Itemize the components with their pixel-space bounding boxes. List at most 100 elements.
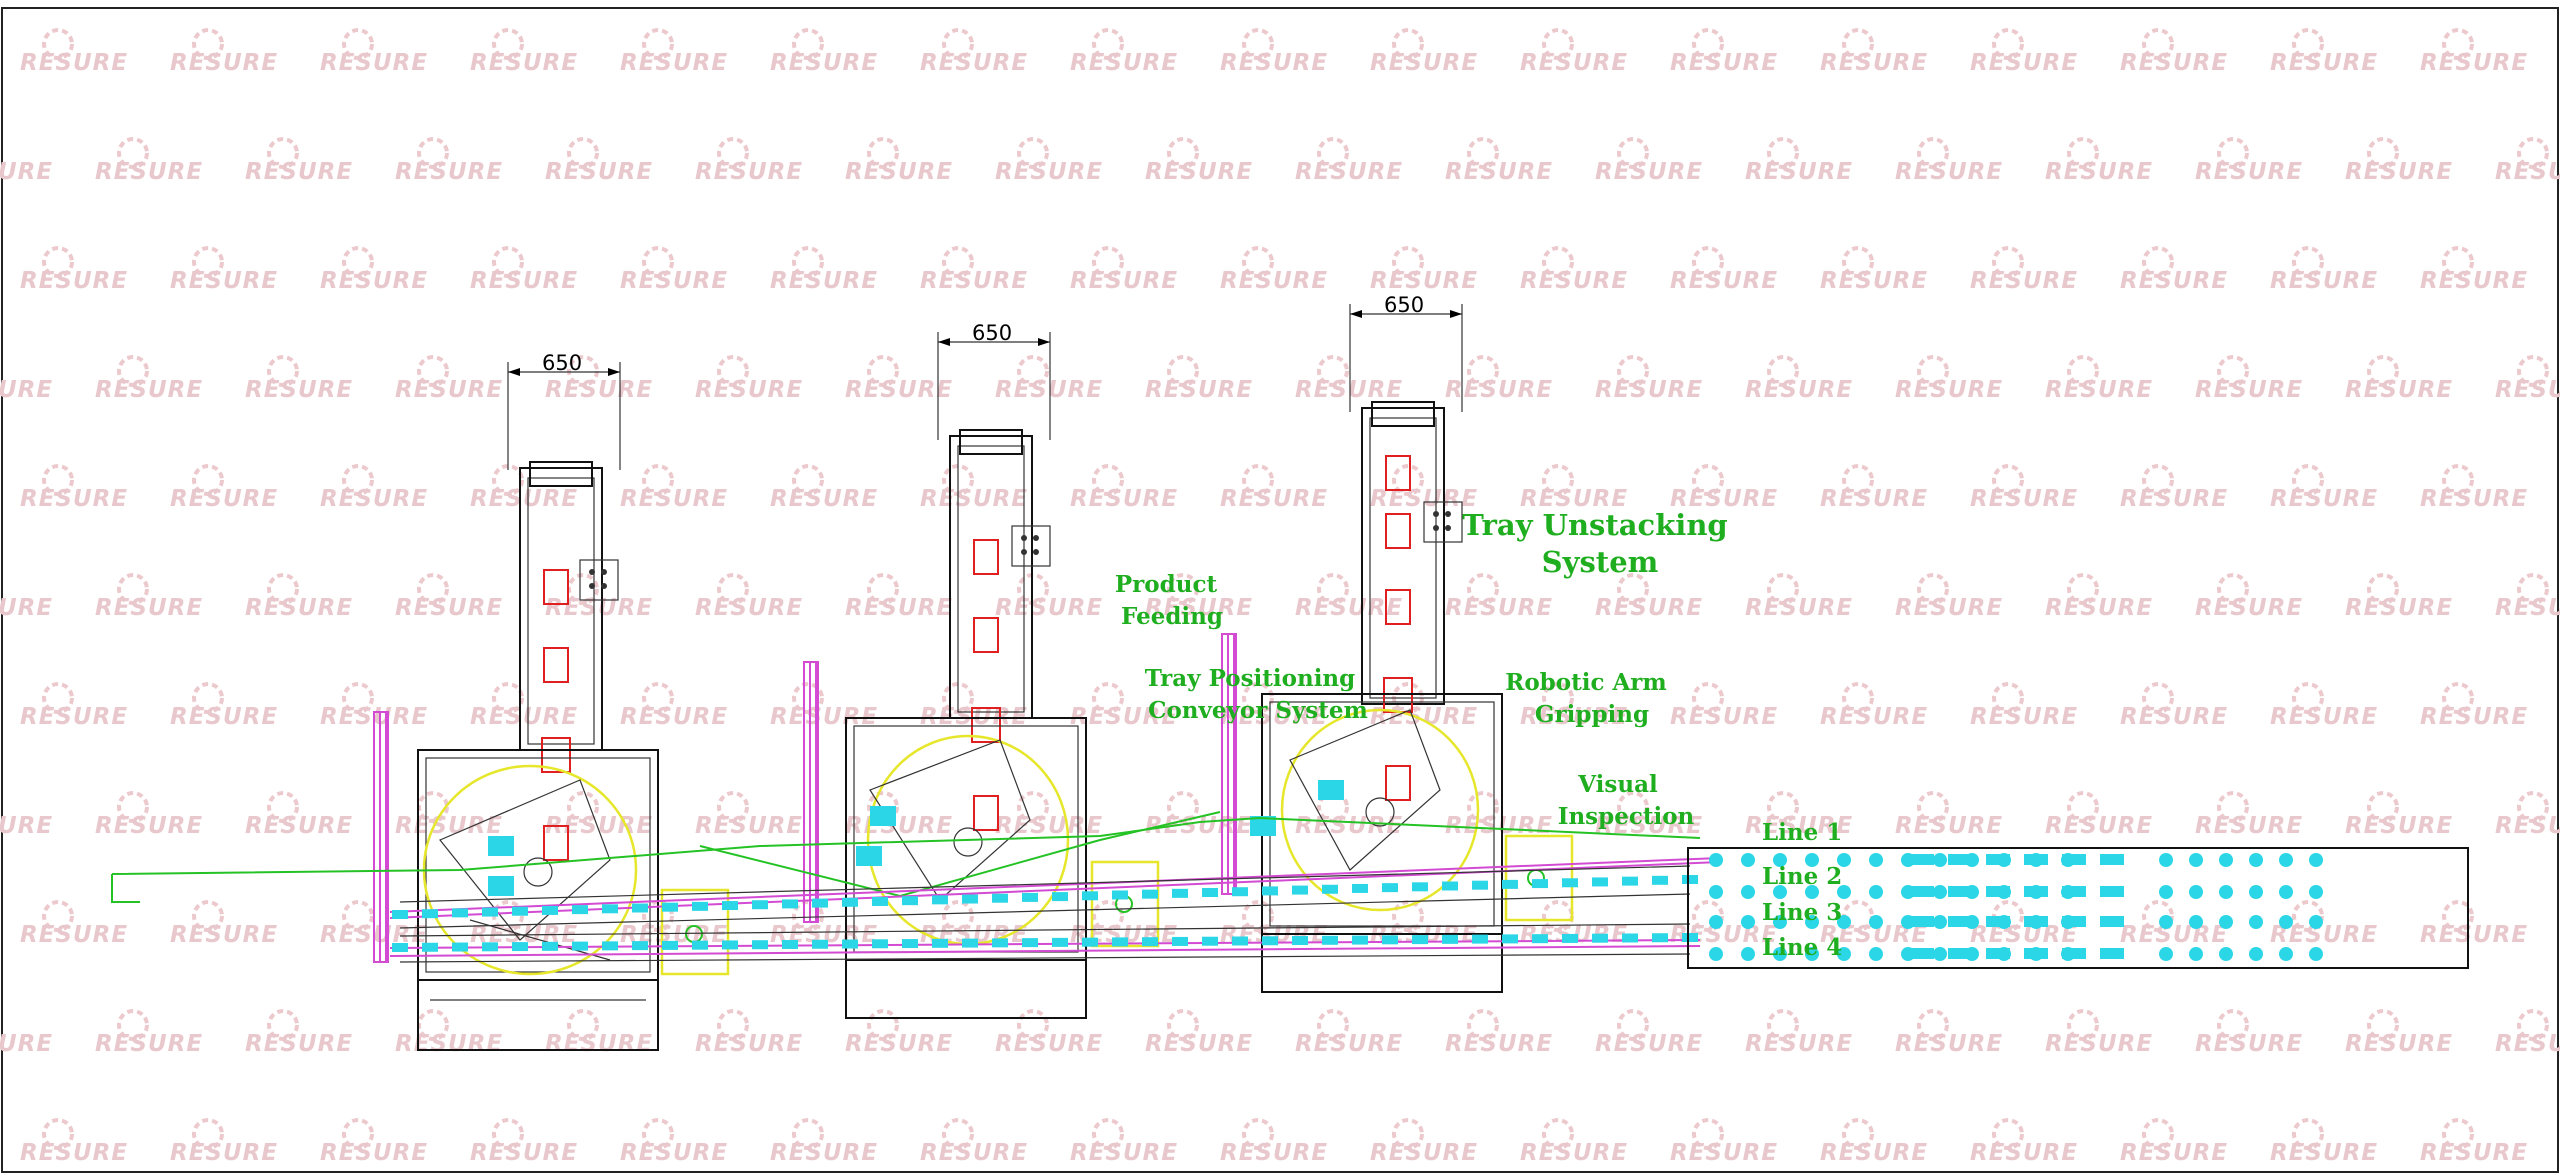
watermark-text: RESURE bbox=[545, 377, 653, 403]
watermark-logo-icon bbox=[1467, 1009, 1499, 1041]
product-item bbox=[1052, 892, 1068, 902]
watermark-text: RESURE bbox=[2120, 268, 2228, 294]
watermark-logo-icon bbox=[2067, 355, 2099, 387]
product-item bbox=[2062, 948, 2086, 959]
product-item bbox=[2219, 885, 2233, 899]
unit-3: 650 bbox=[1221, 293, 1574, 993]
watermark-text: RESURE bbox=[2270, 1140, 2378, 1166]
product-item bbox=[2189, 853, 2203, 867]
watermark-logo-icon bbox=[2067, 1009, 2099, 1041]
watermark-text: RESURE bbox=[170, 486, 278, 512]
watermark-text: RESURE bbox=[1820, 1140, 1928, 1166]
product-item bbox=[1837, 853, 1851, 867]
watermark-text: RESURE bbox=[1595, 377, 1703, 403]
product-item bbox=[2309, 947, 2323, 961]
watermark-text: RESURE bbox=[95, 377, 203, 403]
watermark-logo-icon bbox=[267, 573, 299, 605]
watermark-text: RESURE bbox=[695, 595, 803, 621]
watermark-text: RESURE bbox=[545, 595, 653, 621]
watermark-text: RESURE bbox=[395, 813, 503, 839]
watermark-text: RESURE bbox=[95, 159, 203, 185]
watermark-text: RESURE bbox=[1595, 595, 1703, 621]
watermark-logo-icon bbox=[2367, 791, 2399, 823]
watermark-logo-icon bbox=[2517, 573, 2549, 605]
watermark-logo-icon bbox=[1092, 28, 1124, 60]
product-item bbox=[572, 941, 588, 951]
watermark-logo-icon bbox=[2367, 355, 2399, 387]
watermark-text: RESURE bbox=[2420, 1140, 2528, 1166]
watermark-text: RESURE bbox=[770, 50, 878, 76]
watermark-text: RESURE bbox=[920, 50, 1028, 76]
watermark-text: RESURE bbox=[395, 377, 503, 403]
watermark-text: RESURE bbox=[1670, 268, 1778, 294]
product-item bbox=[1948, 886, 1972, 897]
watermark-logo-icon bbox=[2217, 1009, 2249, 1041]
product-item bbox=[2062, 886, 2086, 897]
watermark-text: RESURE bbox=[1295, 377, 1403, 403]
watermark-logo-icon bbox=[1767, 1009, 1799, 1041]
watermark-logo-icon bbox=[792, 28, 824, 60]
watermark-logo-icon bbox=[1692, 682, 1724, 714]
watermark-text: RESURE bbox=[695, 159, 803, 185]
unit-1: 650 bbox=[373, 351, 730, 1051]
watermark-logo-icon bbox=[1017, 137, 1049, 169]
watermark-logo-icon bbox=[1692, 1118, 1724, 1150]
watermark-logo-icon bbox=[1167, 137, 1199, 169]
watermark-text: RESURE bbox=[920, 1140, 1028, 1166]
product-item bbox=[1352, 935, 1368, 945]
watermark-text: RESURE bbox=[2420, 50, 2528, 76]
watermark-text: RESURE bbox=[1220, 1140, 1328, 1166]
watermark-logo-icon bbox=[1842, 1118, 1874, 1150]
product-item bbox=[2249, 947, 2263, 961]
watermark-logo-icon bbox=[1242, 246, 1274, 278]
watermark-logo-icon bbox=[942, 1118, 974, 1150]
product-item bbox=[2159, 853, 2173, 867]
product-item bbox=[692, 940, 708, 950]
watermark-text: RESURE bbox=[1295, 1031, 1403, 1057]
watermark-logo-icon bbox=[1617, 791, 1649, 823]
watermark-text: RESURE bbox=[2195, 595, 2303, 621]
watermark-logo-icon bbox=[2442, 682, 2474, 714]
product-item bbox=[2100, 854, 2124, 865]
product-item bbox=[1592, 877, 1608, 887]
watermark-logo-icon bbox=[2367, 1009, 2399, 1041]
watermark-text: RESURE bbox=[170, 268, 278, 294]
watermark-logo-icon bbox=[2142, 28, 2174, 60]
watermark-text: RESURE bbox=[2420, 922, 2528, 948]
watermark-text: RESURE bbox=[20, 1140, 128, 1166]
watermark-text: RESURE bbox=[470, 704, 578, 730]
product-item bbox=[872, 896, 888, 906]
product-item bbox=[1933, 885, 1947, 899]
product-item bbox=[2189, 885, 2203, 899]
product-item bbox=[1805, 853, 1819, 867]
product-item bbox=[1142, 889, 1158, 899]
product-item bbox=[392, 910, 408, 919]
product-item bbox=[1933, 915, 1947, 929]
watermark-logo-icon bbox=[867, 355, 899, 387]
watermark-logo-icon bbox=[2067, 573, 2099, 605]
watermark-logo-icon bbox=[2292, 900, 2324, 932]
watermark-logo-icon bbox=[1317, 573, 1349, 605]
watermark-logo-icon bbox=[867, 1009, 899, 1041]
watermark-logo-icon bbox=[192, 464, 224, 496]
watermark-text: RESURE bbox=[470, 1140, 578, 1166]
watermark-text: RESURE bbox=[470, 50, 578, 76]
watermark-text: RESURE bbox=[1820, 50, 1928, 76]
watermark-text: RESURE bbox=[1520, 50, 1628, 76]
product-item bbox=[2309, 915, 2323, 929]
label-line-2: Line 2 bbox=[1762, 863, 1842, 890]
watermark-logo-icon bbox=[792, 1118, 824, 1150]
watermark-logo-icon bbox=[2067, 791, 2099, 823]
watermark-logo-icon bbox=[1017, 791, 1049, 823]
product-item bbox=[2219, 947, 2233, 961]
watermark-text: RESURE bbox=[695, 1031, 803, 1057]
watermark-text: RESURE bbox=[1895, 595, 2003, 621]
watermark-text: RESURE bbox=[2120, 50, 2228, 76]
watermark-text: RESURE bbox=[545, 159, 653, 185]
watermark-logo-icon bbox=[1542, 246, 1574, 278]
watermark-logo-icon bbox=[42, 900, 74, 932]
watermark-text: RESURE bbox=[320, 50, 428, 76]
watermark-text: RESURE bbox=[1145, 159, 1253, 185]
product-item bbox=[2159, 915, 2173, 929]
watermark-logo-icon bbox=[417, 137, 449, 169]
